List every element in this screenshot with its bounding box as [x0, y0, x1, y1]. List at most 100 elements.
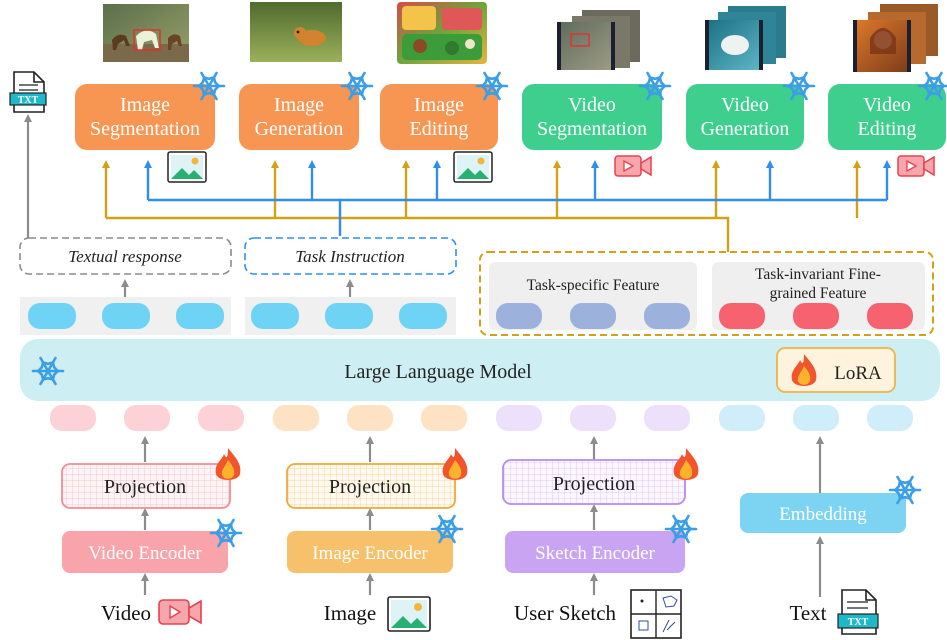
task-invariant-token [719, 303, 765, 329]
task-label-line1: Image [274, 94, 324, 116]
snowflake-icon [917, 71, 947, 101]
txt-file-icon: TXT [9, 71, 47, 113]
input-token [421, 405, 467, 431]
task-label-line1: Video [721, 94, 769, 116]
token [325, 303, 373, 329]
sketch-grid-icon [630, 589, 682, 639]
fire-icon [791, 354, 817, 386]
task-specific-token [570, 303, 616, 329]
token [102, 303, 150, 329]
status-markers [31, 71, 947, 548]
snowflake-icon [430, 514, 464, 544]
snowflake-icon [192, 71, 226, 101]
instruction-token-group [245, 297, 456, 335]
video-camera-icon [897, 155, 935, 177]
feature-group: Task-specific Feature Task-invariant Fin… [479, 251, 934, 336]
task-label-line1: Video [863, 94, 911, 116]
projection-image: Projection [286, 463, 456, 509]
input-token-row [50, 405, 913, 431]
input-text-label: Text [789, 601, 826, 625]
image-icon [453, 151, 493, 183]
sample-video-editing [853, 4, 938, 72]
task-label-line2: Editing [410, 118, 469, 140]
task-specific-feature-label: Task-specific Feature [527, 277, 660, 294]
projection-video: Projection [61, 463, 231, 509]
input-image-label: Image [324, 601, 376, 625]
sample-photo-segmentation [103, 4, 189, 62]
input-token [50, 405, 96, 431]
video-camera-icon [614, 155, 652, 177]
fire-icon [673, 448, 699, 480]
projection-video-label: Projection [104, 476, 186, 498]
lora-label: LoRA [834, 363, 882, 384]
response-token-group [20, 297, 231, 335]
task-label-line2: Generation [255, 118, 344, 140]
task-specific-token [644, 303, 690, 329]
snowflake-icon [475, 71, 509, 101]
task-instruction-box: Task Instruction [244, 237, 457, 275]
sample-photo-editing [397, 2, 487, 64]
fire-icon [442, 448, 468, 480]
input-token [570, 405, 616, 431]
task-specific-token [496, 303, 542, 329]
sample-video-segmentation [557, 10, 640, 70]
task-label-line2: Segmentation [90, 118, 200, 140]
llm-title: Large Language Model [344, 361, 532, 383]
snowflake-icon [340, 71, 374, 101]
input-sketch-label: User Sketch [514, 601, 617, 625]
textual-response-label: Textual response [68, 247, 182, 266]
feature-routing-lines [102, 160, 861, 252]
video-encoder: Video Encoder [62, 531, 228, 573]
textual-response-box: Textual response [19, 237, 232, 275]
input-token [867, 405, 913, 431]
input-token [719, 405, 765, 431]
snowflake-icon [31, 356, 65, 386]
input-token [124, 405, 170, 431]
image-encoder-label: Image Encoder [312, 543, 428, 564]
sample-photo-generation [250, 2, 342, 62]
task-label-line2: Generation [701, 118, 790, 140]
token [399, 303, 447, 329]
projection-sketch: Projection [502, 459, 686, 505]
video-camera-icon [158, 599, 202, 625]
task-label-line1: Image [414, 94, 464, 116]
task-boxes: ImageSegmentationImageGenerationImageEdi… [75, 84, 946, 183]
input-token [644, 405, 690, 431]
sample-video-generation [705, 6, 786, 70]
snowflake-icon [638, 71, 672, 101]
input-token [273, 405, 319, 431]
input-token [496, 405, 542, 431]
task-invariant-token [867, 303, 913, 329]
input-token [793, 405, 839, 431]
txt-icon-label: TXT [18, 95, 39, 106]
task-instruction-label: Task Instruction [295, 247, 404, 266]
image-icon [387, 596, 431, 632]
image-icon [167, 151, 207, 183]
input-token [198, 405, 244, 431]
input-token [347, 405, 393, 431]
instruction-routing-lines [144, 160, 891, 236]
image-encoder: Image Encoder [287, 531, 453, 573]
video-encoder-label: Video Encoder [88, 543, 202, 564]
sketch-encoder-label: Sketch Encoder [535, 543, 655, 564]
text-icon-label: TXT [848, 617, 869, 628]
projection-image-label: Projection [329, 476, 411, 498]
input-video-label: Video [101, 601, 151, 625]
embedding: Embedding [740, 493, 906, 533]
sketch-encoder: Sketch Encoder [505, 531, 685, 573]
projection-sketch-label: Projection [553, 473, 635, 495]
task-label-line1: Image [120, 94, 170, 116]
snowflake-icon [888, 475, 922, 505]
token [176, 303, 224, 329]
task-invariant-feature-label-line1: Task-invariant Fine- [755, 266, 881, 283]
fire-icon [215, 448, 241, 480]
task-label-line2: Segmentation [537, 118, 647, 140]
embedding-label: Embedding [779, 504, 867, 525]
